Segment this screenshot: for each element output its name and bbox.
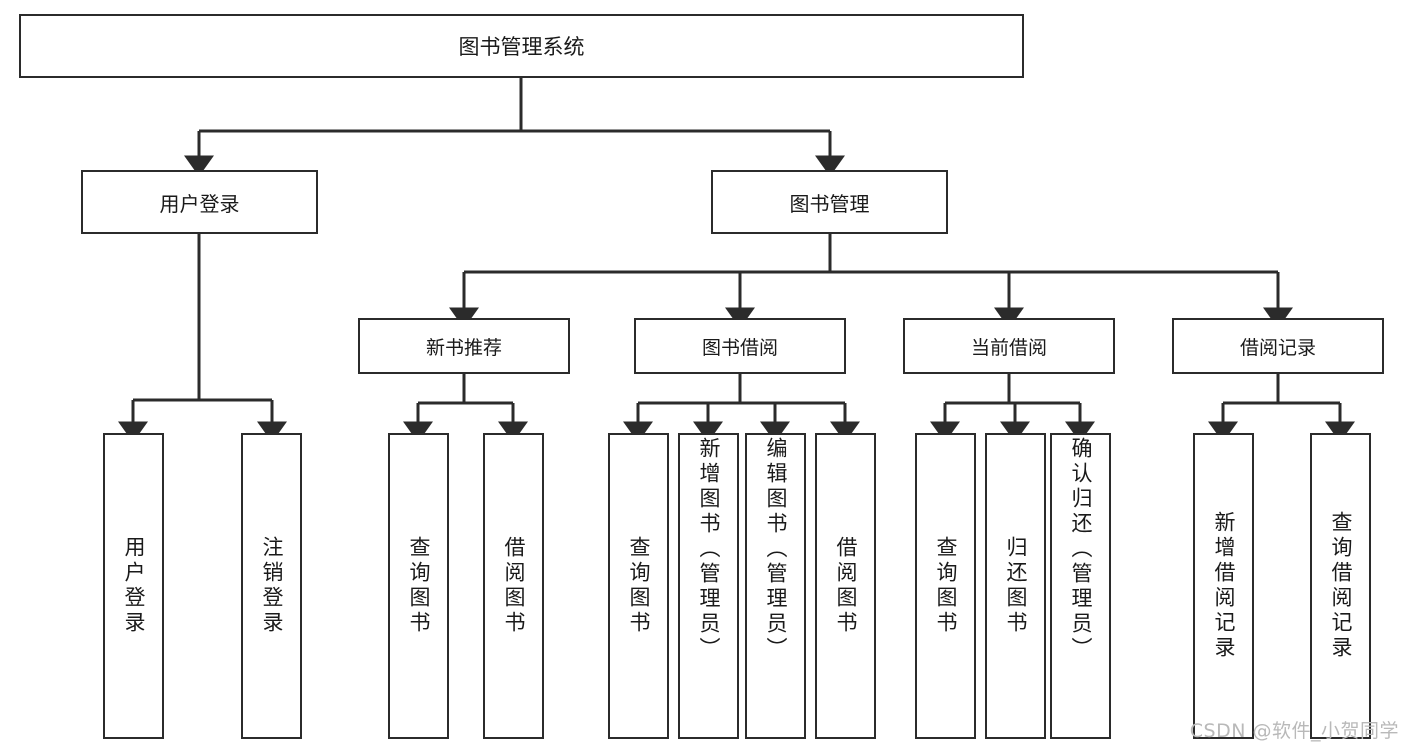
leaf-add-borrow-record-label: 新增借阅记录 (1212, 511, 1236, 661)
node-current-borrow-label: 当前借阅 (970, 336, 1047, 359)
node-user-login-label: 用户登录 (159, 191, 240, 216)
node-book-borrow-label: 图书借阅 (701, 336, 778, 359)
node-book-management-label: 图书管理 (789, 191, 870, 216)
leaf-logout-label: 注销登录 (260, 536, 284, 636)
node-root[interactable]: 图书管理系统 (19, 14, 1024, 78)
node-user-login[interactable]: 用户登录 (81, 170, 318, 234)
leaf-query-book-current[interactable]: 查询图书 (915, 433, 976, 739)
leaf-return-book-label: 归还图书 (1004, 536, 1028, 636)
node-borrow-record-label: 借阅记录 (1239, 336, 1316, 359)
leaf-query-book-recommend-label: 查询图书 (407, 536, 431, 636)
leaf-query-book-borrow[interactable]: 查询图书 (608, 433, 669, 739)
watermark: CSDN @软件_小贺同学 (1189, 720, 1399, 742)
leaf-query-borrow-record[interactable]: 查询借阅记录 (1310, 433, 1371, 739)
leaf-logout[interactable]: 注销登录 (241, 433, 302, 739)
leaf-query-borrow-record-label: 查询借阅记录 (1329, 511, 1353, 661)
leaf-query-book-borrow-label: 查询图书 (627, 536, 651, 636)
leaf-borrow-book-recommend[interactable]: 借阅图书 (483, 433, 544, 739)
leaf-edit-book-admin[interactable]: 编辑图书（管理员） (745, 433, 806, 739)
node-book-borrow[interactable]: 图书借阅 (634, 318, 846, 374)
leaf-return-book[interactable]: 归还图书 (985, 433, 1046, 739)
leaf-confirm-return-admin-label: 确认归还（管理员） (1069, 437, 1093, 662)
leaf-edit-book-admin-label: 编辑图书（管理员） (764, 437, 788, 662)
leaf-user-login[interactable]: 用户登录 (103, 433, 164, 739)
leaf-borrow-book-recommend-label: 借阅图书 (502, 536, 526, 636)
leaf-query-book-current-label: 查询图书 (934, 536, 958, 636)
leaf-user-login-label: 用户登录 (122, 536, 146, 636)
leaf-add-book-admin-label: 新增图书（管理员） (697, 437, 721, 662)
node-current-borrow[interactable]: 当前借阅 (903, 318, 1115, 374)
node-new-book-recommend-label: 新书推荐 (425, 336, 502, 359)
leaf-query-book-recommend[interactable]: 查询图书 (388, 433, 449, 739)
node-root-label: 图书管理系统 (458, 35, 585, 59)
leaf-confirm-return-admin[interactable]: 确认归还（管理员） (1050, 433, 1111, 739)
leaf-borrow-book-label: 借阅图书 (834, 536, 858, 636)
leaf-borrow-book[interactable]: 借阅图书 (815, 433, 876, 739)
node-new-book-recommend[interactable]: 新书推荐 (358, 318, 570, 374)
leaf-add-book-admin[interactable]: 新增图书（管理员） (678, 433, 739, 739)
node-book-management[interactable]: 图书管理 (711, 170, 948, 234)
node-borrow-record[interactable]: 借阅记录 (1172, 318, 1384, 374)
leaf-add-borrow-record[interactable]: 新增借阅记录 (1193, 433, 1254, 739)
